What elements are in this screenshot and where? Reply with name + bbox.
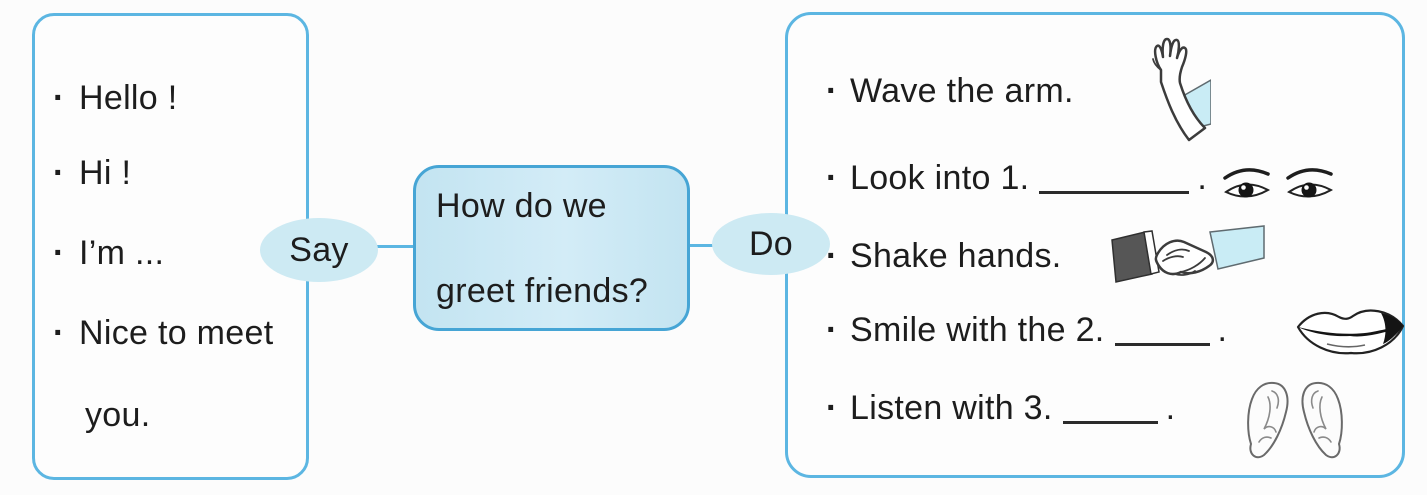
bullet-icon: · [826, 72, 838, 110]
say-item: · Nice to meet [53, 311, 273, 355]
fill-in-blank-1 [1039, 181, 1190, 194]
bullet-icon: · [53, 314, 65, 352]
question-line-1: How do we [436, 186, 607, 225]
do-item-text: Shake hands. [850, 237, 1062, 275]
blank-period: . [1217, 311, 1228, 349]
say-connector-line [374, 245, 415, 248]
say-item-text: I’m ... [79, 234, 165, 272]
do-item: · Shake hands. [826, 234, 1062, 278]
do-connector-line [688, 244, 714, 247]
blank-period: . [1165, 389, 1176, 427]
lips-icon [1295, 301, 1405, 357]
say-item-text: you. [85, 396, 151, 434]
bullet-icon: · [826, 159, 838, 197]
do-item-text: Smile with the 2. [850, 311, 1105, 349]
say-item: · Hello ! [53, 76, 177, 120]
eyes-icon [1221, 161, 1334, 209]
ears-icon [1245, 380, 1345, 464]
bullet-icon: · [826, 311, 838, 349]
fill-in-blank-3 [1062, 411, 1158, 424]
say-item-continuation: you. [85, 393, 150, 437]
say-item: · Hi ! [53, 151, 131, 195]
bullet-icon: · [826, 237, 838, 275]
bullet-icon: · [53, 79, 65, 117]
blank-period: . [1197, 159, 1208, 197]
do-item-text: Wave the arm. [850, 72, 1074, 110]
do-list-box: · Wave the arm. · Look into 1.. · Shake han… [785, 12, 1405, 478]
handshake-icon [1111, 225, 1265, 287]
do-item-text: Look into 1. [850, 159, 1030, 197]
bullet-icon: · [53, 154, 65, 192]
do-item-text: Listen with 3. [850, 389, 1053, 427]
do-item: · Look into 1.. [826, 156, 1207, 200]
do-item: · Wave the arm. [826, 69, 1074, 113]
say-item-text: Nice to meet [79, 314, 274, 352]
wave-arm-icon [1141, 36, 1212, 146]
say-oval-label: Say [289, 230, 349, 269]
say-item-text: Hi ! [79, 154, 132, 192]
fill-in-blank-2 [1114, 333, 1210, 346]
question-line-2: greet friends? [436, 271, 649, 310]
do-item: · Smile with the 2.. [826, 308, 1227, 352]
say-item: · I’m ... [53, 231, 164, 275]
bullet-icon: · [53, 234, 65, 272]
say-item-text: Hello ! [79, 79, 178, 117]
do-oval-label: Do [748, 224, 794, 263]
do-oval: Do [712, 213, 830, 275]
do-item: · Listen with 3.. [826, 386, 1175, 430]
bullet-icon: · [826, 389, 838, 427]
question-box: How do we greet friends? [413, 165, 690, 331]
say-oval: Say [260, 218, 378, 282]
